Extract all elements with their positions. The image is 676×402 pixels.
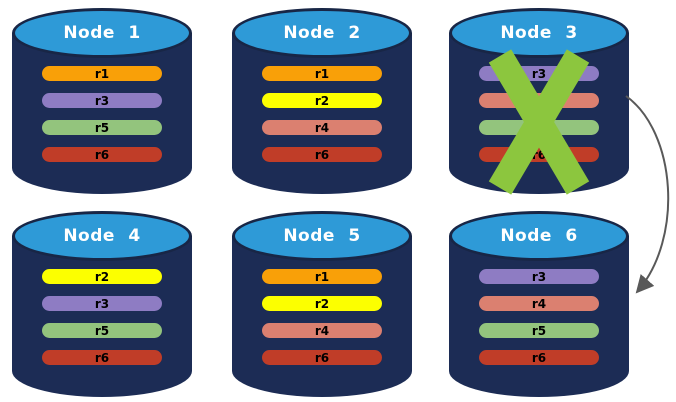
replica-bar-r6: r6 (262, 350, 382, 365)
replica-label: r5 (531, 323, 547, 338)
cylinder-body (12, 33, 192, 194)
cylinder-top: Node 3 (449, 8, 629, 58)
node-label: Node 6 (500, 226, 578, 246)
cylinder-body (12, 236, 192, 397)
replica-list: r3 r4 r5 r6 (449, 269, 629, 365)
replica-label: r1 (94, 66, 110, 81)
replica-bar-r5: r5 (42, 120, 162, 135)
replica-label: r2 (314, 93, 330, 108)
cylinder-body (232, 33, 412, 194)
cylinder-top: Node 4 (12, 211, 192, 261)
replica-label: r4 (531, 296, 547, 311)
replica-label: r6 (531, 350, 547, 365)
replica-bar-r6: r6 (479, 350, 599, 365)
cylinder-top: Node 1 (12, 8, 192, 58)
cylinder-top: Node 2 (232, 8, 412, 58)
replica-label: r3 (94, 93, 110, 108)
replica-bar-r6: r6 (42, 350, 162, 365)
replica-label: r5 (94, 120, 110, 135)
replica-bar-r2: r2 (262, 93, 382, 108)
replica-bar-r1: r1 (262, 66, 382, 81)
replica-bar-r5: r5 (42, 323, 162, 338)
replica-bar-r3: r3 (42, 296, 162, 311)
node-1: Node 1 r1 r3 r5 r6 (12, 8, 192, 194)
replica-label: r3 (531, 66, 547, 81)
replica-bar-r2: r2 (262, 296, 382, 311)
replica-list: r1 r2 r4 r6 (232, 269, 412, 365)
replica-label: r3 (94, 296, 110, 311)
node-6: Node 6 r3 r4 r5 r6 (449, 211, 629, 397)
replica-bar-r1: r1 (42, 66, 162, 81)
node-label: Node 2 (283, 23, 361, 43)
replica-label: r2 (314, 296, 330, 311)
replica-label: r5 (94, 323, 110, 338)
node-label: Node 4 (63, 226, 141, 246)
replica-bar-r1: r1 (262, 269, 382, 284)
replica-list: r1 r3 r5 r6 (12, 66, 192, 162)
replica-bar-r3: r3 (42, 93, 162, 108)
replica-bar-r2: r2 (42, 269, 162, 284)
replica-list: r1 r2 r4 r6 (232, 66, 412, 162)
node-3: Node 3r3r4r5r6 (449, 8, 629, 195)
replica-label: r4 (314, 120, 330, 135)
replica-label: r4 (314, 323, 330, 338)
cylinder-top: Node 5 (232, 211, 412, 261)
node-label: Node 5 (283, 226, 361, 246)
replica-bar-r6: r6 (262, 147, 382, 162)
node-5: Node 5 r1 r2 r4 r6 (232, 211, 412, 397)
replica-bar-r4: r4 (262, 323, 382, 338)
replica-label: r3 (531, 269, 547, 284)
replica-bar-r4: r4 (262, 120, 382, 135)
replica-label: r6 (94, 350, 110, 365)
failure-x-icon (488, 49, 590, 195)
replica-label: r6 (314, 350, 330, 365)
replica-bar-r4: r4 (479, 296, 599, 311)
cylinder-top: Node 6 (449, 211, 629, 261)
replica-label: r1 (314, 269, 330, 284)
replica-list: r2 r3 r5 r6 (12, 269, 192, 365)
replica-label: r6 (314, 147, 330, 162)
replica-label: r1 (314, 66, 330, 81)
replica-bar-r3: r3 (479, 269, 599, 284)
node-4: Node 4 r2 r3 r5 r6 (12, 211, 192, 397)
cylinder-body (232, 236, 412, 397)
replica-bar-r5: r5 (479, 323, 599, 338)
replica-bar-r6: r6 (42, 147, 162, 162)
node-label: Node 1 (63, 23, 141, 43)
replica-label: r2 (94, 269, 110, 284)
node-2: Node 2 r1 r2 r4 r6 (232, 8, 412, 194)
node-label: Node 3 (500, 23, 578, 43)
replica-label: r6 (94, 147, 110, 162)
cylinder-body (449, 236, 629, 397)
